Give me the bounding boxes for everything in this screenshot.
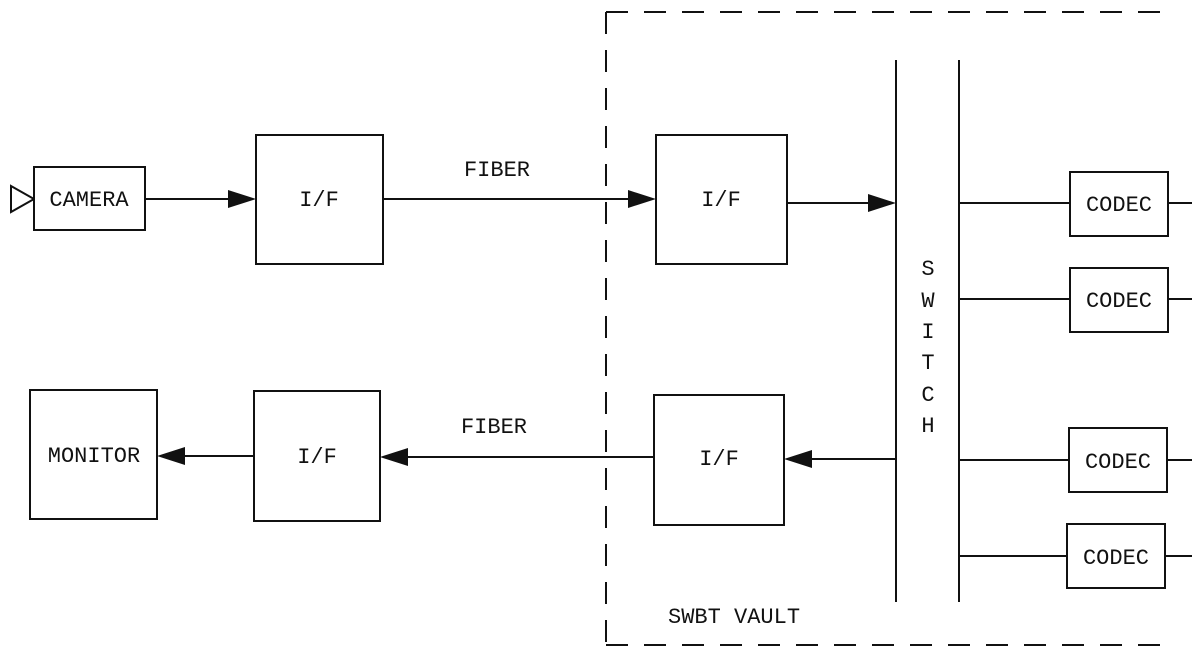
interface-label: I/F bbox=[699, 447, 739, 472]
arrow-right-icon bbox=[228, 190, 256, 208]
monitor-label: MONITOR bbox=[48, 444, 140, 469]
monitor-box bbox=[29, 389, 158, 520]
vault-label: SWBT VAULT bbox=[668, 605, 800, 630]
arrow-left-icon bbox=[784, 450, 812, 468]
interface-box-vault-out bbox=[653, 394, 785, 526]
switch-letter: C bbox=[921, 383, 934, 408]
fiber-label-bottom: FIBER bbox=[461, 415, 527, 440]
interface-box-vault-in bbox=[655, 134, 788, 265]
codec-label: CODEC bbox=[1086, 193, 1152, 218]
codec-box bbox=[1069, 267, 1169, 333]
fiber-label-top: FIBER bbox=[464, 158, 530, 183]
camera-label: CAMERA bbox=[49, 188, 129, 213]
camera-box bbox=[33, 166, 146, 231]
codec-box bbox=[1068, 427, 1168, 493]
interface-label: I/F bbox=[299, 188, 339, 213]
codec-label: CODEC bbox=[1083, 546, 1149, 571]
vault-boundary bbox=[605, 11, 1166, 646]
arrow-right-icon bbox=[628, 190, 656, 208]
switch-letter: T bbox=[921, 351, 934, 376]
codec-label: CODEC bbox=[1085, 450, 1151, 475]
camera-lens-icon bbox=[10, 184, 37, 214]
arrow-left-icon bbox=[380, 448, 408, 466]
switch-label: S W I T C H bbox=[921, 257, 935, 439]
arrow-right-icon bbox=[868, 194, 896, 212]
interface-label: I/F bbox=[297, 445, 337, 470]
interface-box-monitor-side bbox=[253, 390, 381, 522]
arrow-left-icon bbox=[157, 447, 185, 465]
switch-letter: I bbox=[921, 320, 934, 345]
switch-letter: H bbox=[921, 414, 934, 439]
codec-label: CODEC bbox=[1086, 289, 1152, 314]
switch-letter: S bbox=[921, 257, 934, 282]
codec-box bbox=[1066, 523, 1166, 589]
interface-label: I/F bbox=[701, 188, 741, 213]
switch-letter: W bbox=[921, 289, 935, 314]
